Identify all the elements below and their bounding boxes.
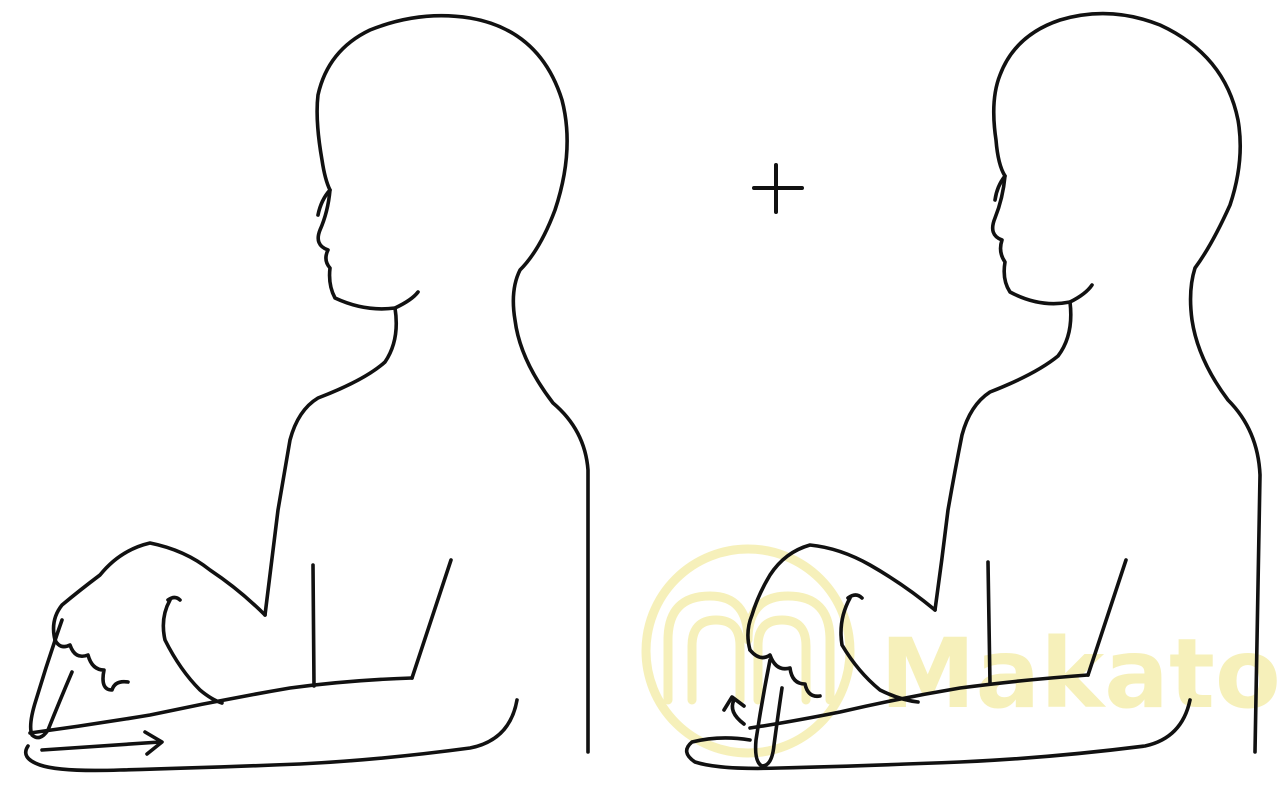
plus-connector	[754, 165, 802, 212]
hand-back	[54, 543, 265, 640]
head-outline	[317, 16, 588, 752]
forearm-top	[30, 678, 412, 733]
index-finger	[31, 620, 72, 738]
torso-line	[313, 565, 314, 686]
wrist-detail	[168, 598, 180, 601]
neck-front	[935, 302, 1071, 610]
face-outline	[993, 176, 1092, 304]
wrist-detail	[848, 595, 862, 598]
motion-arrow-straight	[42, 732, 162, 754]
makaton-logo-icon	[646, 549, 850, 753]
neck-front	[265, 308, 396, 615]
upper-arm	[412, 560, 451, 678]
figure-sign-step-1	[26, 16, 588, 771]
face-outline	[318, 190, 418, 309]
torso-line	[988, 562, 990, 684]
thumb	[163, 600, 222, 703]
forearm-bottom	[26, 700, 517, 770]
